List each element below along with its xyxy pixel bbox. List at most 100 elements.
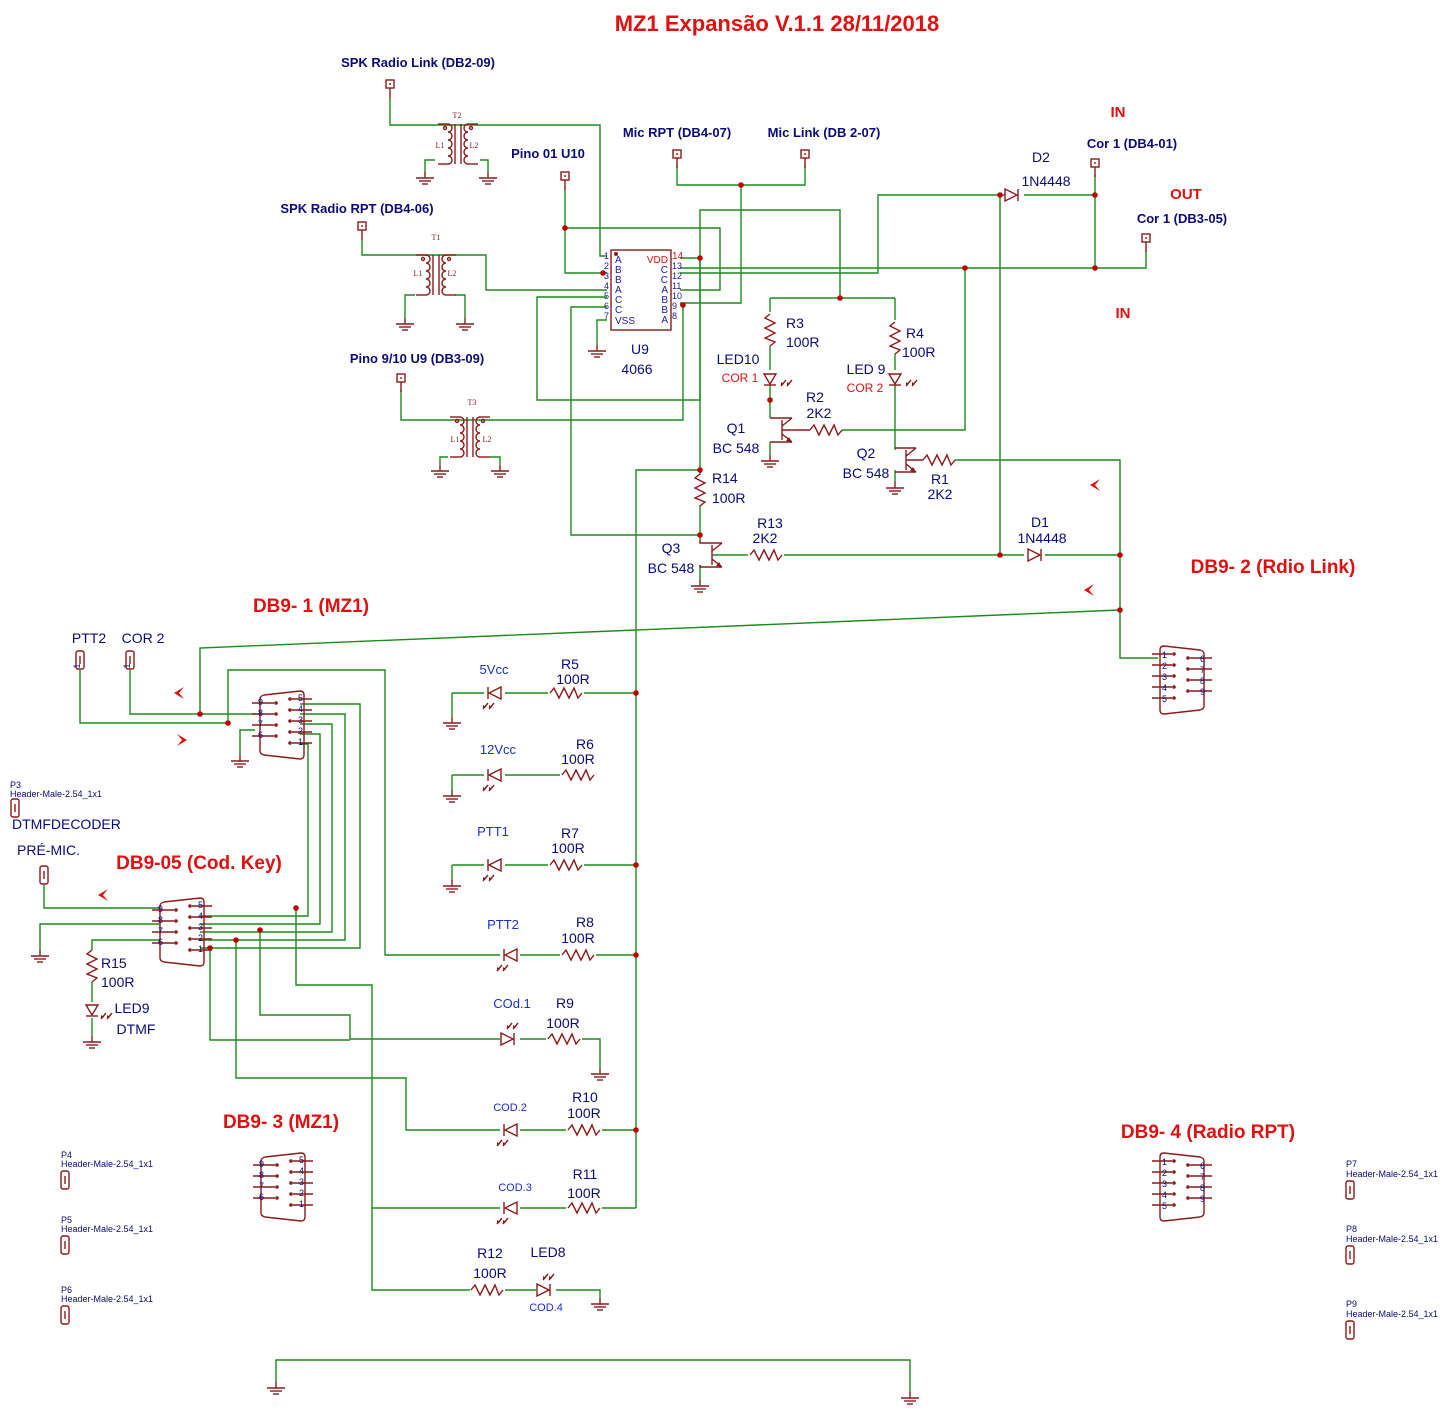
svg-text:C: C (615, 305, 622, 316)
header-db9-3: DB9- 3 (MZ1) (223, 1112, 339, 1133)
p9-header (1345, 1320, 1355, 1340)
svg-text:1: 1 (1162, 650, 1167, 660)
svg-text:4: 4 (604, 281, 609, 291)
svg-text:9: 9 (1200, 687, 1205, 697)
svg-text:6: 6 (604, 301, 609, 311)
svg-text:9: 9 (1200, 1194, 1205, 1204)
ptt2-label: PTT2 (72, 630, 106, 646)
svg-text:8: 8 (672, 311, 677, 321)
r9-ref: R9 (556, 995, 574, 1011)
svg-text:5: 5 (1162, 694, 1167, 704)
page-title: MZ1 Expansão V.1.1 28/11/2018 (615, 11, 940, 36)
r4-val: 100R (902, 344, 935, 360)
svg-text:3: 3 (604, 271, 609, 281)
transistor-q3 (699, 540, 723, 568)
label-t3-l1: L1 (451, 435, 460, 444)
led-cod3-label: COD.3 (498, 1182, 532, 1194)
led9b-ref: LED 9 (847, 361, 886, 377)
label-t1-l1: L1 (414, 269, 423, 278)
svg-text:4: 4 (298, 704, 303, 714)
led-cod2 (496, 1123, 518, 1147)
ptt2-pin: 1 (72, 663, 82, 668)
resistor-r11 (567, 1202, 601, 1214)
db9-pin-numbers: 9 8 7 6 5 4 3 2 1 9 8 7 6 5 4 3 2 1 9 8 … (158, 650, 1205, 1211)
r3-ref: R3 (786, 315, 804, 331)
svg-text:12: 12 (672, 271, 682, 281)
led-ptt2-label: PTT2 (487, 917, 519, 932)
svg-text:4: 4 (1162, 683, 1167, 693)
svg-text:5: 5 (298, 693, 303, 703)
svg-text:B: B (661, 305, 668, 316)
led-cod3 (496, 1201, 518, 1225)
r7-val: 100R (551, 840, 584, 856)
svg-text:4: 4 (1162, 1190, 1167, 1200)
svg-text:1: 1 (299, 1199, 304, 1209)
r1-val: 2K2 (928, 486, 953, 502)
svg-text:1: 1 (1162, 1157, 1167, 1167)
r15-val: 100R (101, 974, 134, 990)
net-spk-radio-link: SPK Radio Link (DB2-09) (341, 55, 495, 70)
led-led8 (536, 1273, 555, 1297)
p4-ref: P4 (61, 1150, 72, 1160)
resistor-r7 (549, 859, 583, 871)
svg-text:8: 8 (1200, 676, 1205, 686)
pre-mic-header (39, 865, 49, 885)
net-cor1-in: Cor 1 (DB4-01) (1087, 136, 1177, 151)
p4-val: Header-Male-2.54_1x1 (61, 1159, 153, 1169)
r6-val: 100R (561, 751, 594, 767)
direction-arrows (98, 479, 1100, 901)
p8-val: Header-Male-2.54_1x1 (1346, 1234, 1438, 1244)
led-led10 (762, 373, 793, 387)
label-out: OUT (1170, 186, 1202, 203)
r7-ref: R7 (561, 825, 579, 841)
d2-val: 1N4448 (1021, 173, 1070, 189)
svg-text:13: 13 (672, 261, 682, 271)
svg-text:C: C (615, 295, 622, 306)
svg-text:2: 2 (604, 261, 609, 271)
p6-val: Header-Male-2.54_1x1 (61, 1294, 153, 1304)
r2-ref: R2 (806, 389, 824, 405)
q3-ref: Q3 (662, 540, 681, 556)
diode-d1 (1027, 548, 1042, 562)
svg-text:B: B (615, 265, 622, 276)
svg-text:VSS: VSS (615, 316, 635, 327)
svg-text:A: A (615, 285, 622, 296)
ic-u9-value: 4066 (621, 361, 652, 377)
svg-text:7: 7 (258, 719, 263, 729)
p7-val: Header-Male-2.54_1x1 (1346, 1169, 1438, 1179)
led-12vcc-label: 12Vcc (480, 742, 517, 757)
svg-text:VDD: VDD (647, 255, 668, 266)
r13-val: 2K2 (753, 530, 778, 546)
cor2-pin: 1 (122, 663, 132, 668)
resistor-r1 (922, 454, 956, 466)
r8-ref: R8 (576, 914, 594, 930)
p8-ref: P8 (1346, 1224, 1357, 1234)
label-t1-l2: L2 (448, 269, 457, 278)
p5-header (60, 1235, 70, 1255)
led-ptt2 (496, 948, 518, 972)
resistor-r2 (809, 424, 843, 436)
r11-ref: R11 (573, 1166, 598, 1182)
transistor-q2 (895, 447, 923, 473)
svg-text:5: 5 (299, 1155, 304, 1165)
label-t3: T3 (468, 398, 477, 407)
svg-text:4: 4 (198, 911, 203, 921)
led-ptt1 (482, 858, 502, 882)
led-cod1-label: COd.1 (493, 996, 531, 1011)
svg-text:3: 3 (1162, 672, 1167, 682)
svg-text:3: 3 (298, 715, 303, 725)
r12-ref: R12 (477, 1245, 503, 1261)
transistor-q1 (770, 417, 810, 443)
ic-u9-pins: 1 2 3 4 5 6 7 A B B A C C VSS 14 13 12 1… (604, 251, 684, 327)
svg-text:2: 2 (299, 1188, 304, 1198)
svg-text:6: 6 (259, 1192, 264, 1202)
r2-val: 2K2 (807, 405, 832, 421)
pino-01-probe (560, 171, 570, 191)
label-t2-l1: L1 (436, 141, 445, 150)
svg-text:5: 5 (198, 900, 203, 910)
resistor-r5 (549, 687, 583, 699)
d1-val: 1N4448 (1017, 530, 1066, 546)
svg-text:6: 6 (258, 730, 263, 740)
label-in-mid: IN (1116, 305, 1131, 322)
